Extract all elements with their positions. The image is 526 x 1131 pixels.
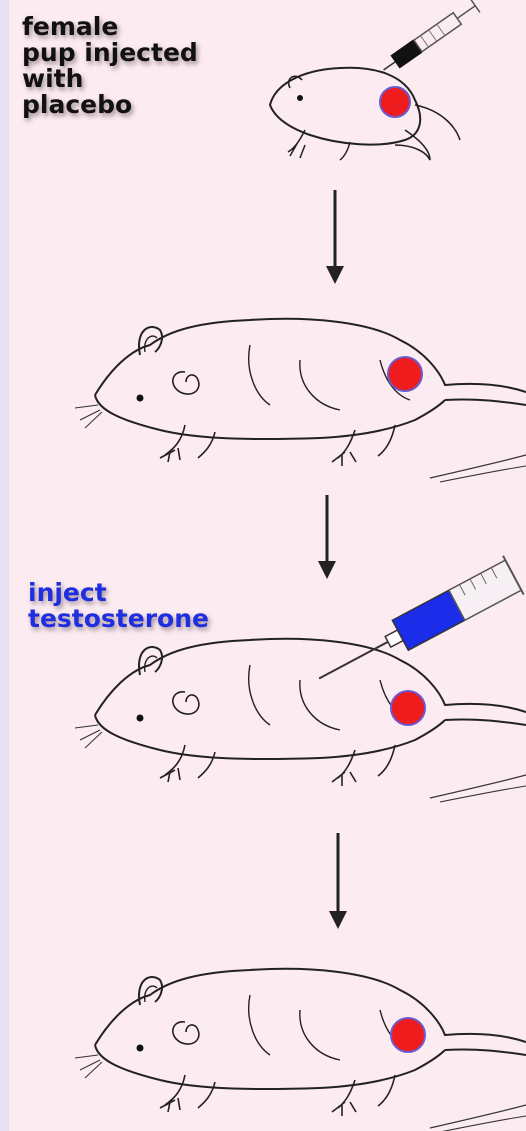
rat-icon bbox=[75, 969, 526, 1131]
rat-3-marker-dot bbox=[391, 1018, 425, 1052]
mouse-pup-icon bbox=[270, 68, 460, 160]
rat-icon bbox=[75, 639, 526, 802]
rat-icon bbox=[75, 319, 526, 482]
placebo-marker-dot bbox=[380, 87, 410, 117]
rat-1-marker-dot bbox=[388, 357, 422, 391]
syringe-icon bbox=[379, 0, 480, 77]
pup-group bbox=[270, 0, 480, 160]
rat-2-marker-dot bbox=[391, 691, 425, 725]
syringe-icon bbox=[309, 556, 524, 698]
